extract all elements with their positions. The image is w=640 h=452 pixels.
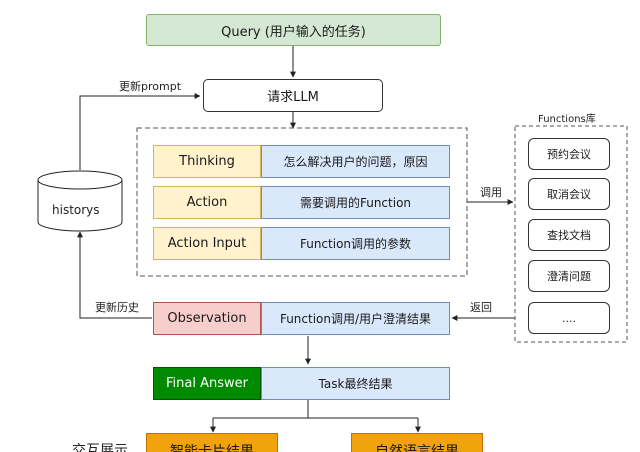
function-item-cancel-meeting: 取消会议 xyxy=(528,178,610,210)
thinking-key: Thinking xyxy=(153,145,261,178)
react-loop-frame xyxy=(136,127,468,277)
function-item-more: .... xyxy=(528,302,610,334)
arrow-final-to-outputs xyxy=(213,400,418,419)
update-prompt-label: 更新prompt xyxy=(119,80,182,93)
action-input-key: Action Input xyxy=(153,227,261,260)
observation-key: Observation xyxy=(153,302,261,335)
thinking-value: 怎么解决用户的问题，原因 xyxy=(261,145,450,178)
functions-library-frame xyxy=(514,125,628,343)
functions-title: Functions库 xyxy=(538,114,596,125)
return-label: 返回 xyxy=(470,301,492,314)
function-item-book-meeting: 预约会议 xyxy=(528,138,610,170)
action-input-value: Function调用的参数 xyxy=(261,227,450,260)
function-item-find-document: 查找文档 xyxy=(528,219,610,251)
arrow-update-history xyxy=(77,231,152,319)
update-history-label: 更新历史 xyxy=(95,301,139,314)
final-answer-key: Final Answer xyxy=(153,367,261,400)
final-answer-value: Task最终结果 xyxy=(261,367,450,400)
observation-value: Function调用/用户澄清结果 xyxy=(261,302,450,335)
action-value: 需要调用的Function xyxy=(261,186,450,219)
query-box: Query (用户输入的任务) xyxy=(146,14,441,46)
arrow-history-to-llm xyxy=(79,93,201,170)
function-item-clarify-question: 澄清问题 xyxy=(528,260,610,292)
natural-language-output: 自然语言结果 xyxy=(351,433,483,452)
interaction-label: 交互展示 xyxy=(72,443,128,452)
history-store-label: historys xyxy=(52,203,100,217)
history-database-icon xyxy=(37,170,123,232)
request-llm-box: 请求LLM xyxy=(203,79,383,112)
call-label: 调用 xyxy=(480,186,502,199)
action-key: Action xyxy=(153,186,261,219)
card-result-output: 智能卡片结果 xyxy=(146,433,278,452)
